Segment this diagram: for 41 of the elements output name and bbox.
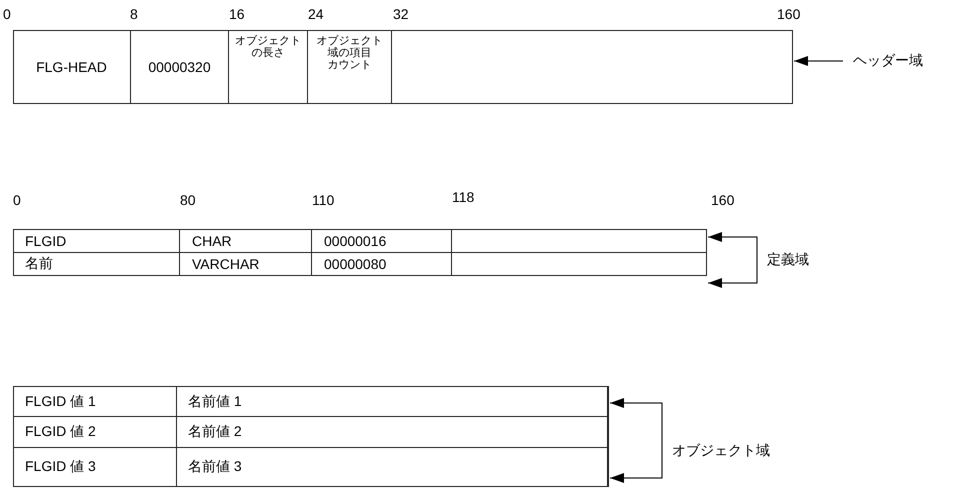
record-box [13,386,609,417]
field-cell: 00000080 [312,252,452,276]
field-cell: CHAR [180,229,312,253]
record-box [13,447,609,487]
scale-number: 16 [229,6,245,22]
field-cell: オブジェクト域の項目カウント [308,30,392,104]
field-cell: 00000016 [312,229,452,253]
area-label: オブジェクト域 [662,440,812,462]
record-box [13,252,707,276]
area-label: ヘッダー域 [843,50,961,72]
arrow [610,398,662,452]
scale-number: 0 [13,192,21,208]
scale-number: 160 [711,192,734,208]
field-cell: 名前値 3 [176,447,608,487]
arrow [794,56,844,66]
scale-number: 110 [312,192,334,208]
field-cell: FLG-HEAD [13,30,131,104]
scale-number: 0 [3,6,11,22]
scale-number: 118 [452,189,474,205]
field-cell: FLGID 値 3 [13,447,177,487]
record-box [13,416,609,448]
field-cell: VARCHAR [180,252,312,276]
area-label: 定義域 [757,249,837,271]
record-box [13,30,793,104]
scale-number: 80 [180,192,196,208]
scale-number: 160 [777,6,800,22]
field-cell: 00000320 [131,30,229,104]
field-cell: FLGID 値 1 [13,386,177,417]
field-cell: 名前値 1 [176,386,608,417]
field-cell: FLGID [13,229,180,253]
scale-number: 8 [130,6,138,22]
arrow [610,450,662,483]
field-cell: オブジェクトの長さ [229,30,308,104]
scale-number: 24 [308,6,324,22]
field-cell: 名前 [13,252,180,276]
arrow [708,232,758,260]
record-box [13,229,707,253]
scale-number: 32 [393,6,409,22]
field-cell: 名前値 2 [176,416,608,448]
arrow [708,260,758,288]
field-cell: FLGID 値 2 [13,416,177,448]
